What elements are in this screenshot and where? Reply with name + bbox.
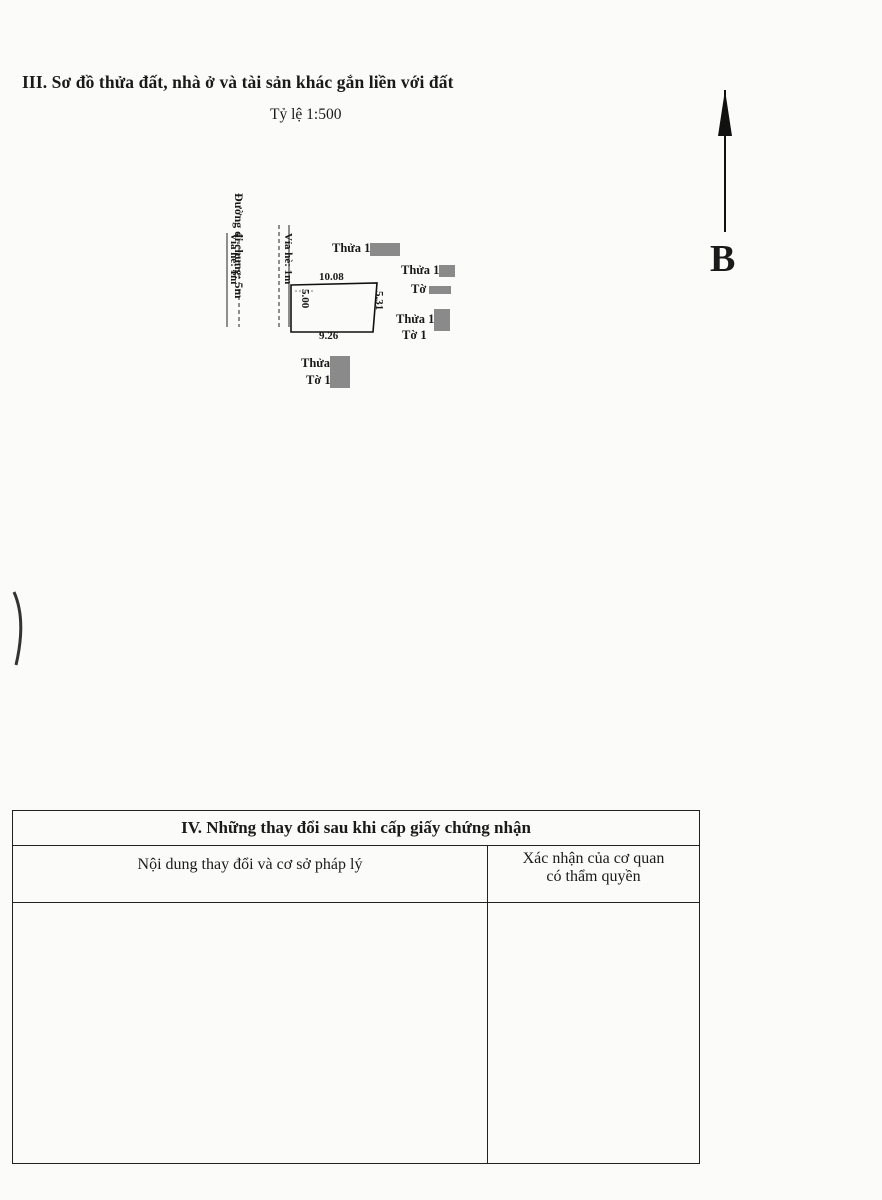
page-edge-mark [12, 591, 23, 666]
dimension-left: 5.00 [299, 289, 311, 309]
column-header-confirmation: Xác nhận của cơ quan có thẩm quyền [487, 845, 700, 903]
parcel-label-right-lower: Thửa 1 [396, 309, 451, 331]
changes-content-cell [12, 902, 488, 1164]
dimension-top: 10.08 [319, 271, 344, 283]
sheet-label-bottom: Tờ 1 [306, 373, 331, 387]
redaction-block [439, 265, 456, 278]
redaction-block [429, 286, 452, 295]
parcel-label-right-upper: Thửa 1 [401, 263, 456, 278]
sheet-label-right-lower: Tờ 1 [402, 328, 427, 342]
parcel-label-bottom: Thửa [301, 356, 351, 388]
redaction-block [330, 356, 351, 388]
north-arrow-label: B [710, 238, 736, 280]
sheet-label-right-upper: Tờ [411, 282, 452, 297]
sidewalk-label-left: Vỉa hè: 1m [228, 233, 240, 285]
dimension-bottom: 9.26 [319, 330, 339, 342]
redaction-block [370, 242, 401, 256]
section-4-title: IV. Những thay đổi sau khi cấp giấy chứn… [12, 810, 700, 846]
changes-table: IV. Những thay đổi sau khi cấp giấy chứn… [12, 810, 700, 1164]
dimension-right: 5.31 [373, 291, 385, 311]
parcel-sketch: Đường đi chung: 5m Vỉa hè: 1m Vỉa hè: 1m… [215, 185, 495, 395]
parcel-boundary [290, 282, 378, 333]
redaction-block [434, 309, 451, 331]
north-arrow: B [700, 90, 760, 278]
north-arrow-icon [718, 90, 732, 232]
confirmation-content-cell [487, 902, 700, 1164]
parcel-label-top: Thửa 1 [332, 241, 401, 256]
scale-label: Tỷ lệ 1:500 [270, 106, 342, 123]
column-header-changes: Nội dung thay đổi và cơ sở pháp lý [12, 845, 488, 903]
parcel-outline [226, 225, 378, 333]
section-3-title: III. Sơ đồ thửa đất, nhà ở và tài sản kh… [22, 72, 454, 92]
sidewalk-label-right: Vỉa hè: 1m [282, 233, 294, 285]
